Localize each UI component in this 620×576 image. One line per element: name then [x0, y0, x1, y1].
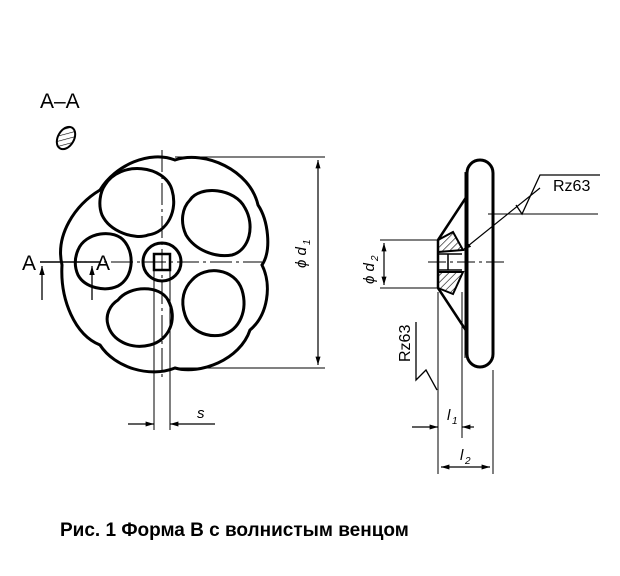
opening-bottom-right — [181, 269, 246, 338]
hub-section-lower — [437, 271, 465, 296]
roughness-upper-label: Rz63 — [553, 178, 590, 195]
section-label: А–А — [40, 90, 80, 113]
cut-label-left: А — [22, 252, 36, 275]
l1-subscript: 1 — [452, 416, 458, 427]
d2-label: ϕ d — [361, 262, 378, 284]
side-view: ϕ d 2 Rz63 Rz63 l 1 l 2 — [361, 158, 600, 474]
rim-side — [465, 158, 495, 369]
opening-left — [73, 232, 133, 291]
l2-label: l — [460, 447, 464, 464]
opening-top-right — [181, 189, 252, 258]
d1-subscript: 1 — [302, 239, 313, 245]
l1-label: l — [447, 407, 451, 424]
front-view: А А ϕ d 1 s — [22, 150, 325, 430]
figure-caption: Рис. 1 Форма В с волнистым венцом — [60, 520, 409, 541]
cut-label-right: А — [96, 252, 110, 275]
opening-bottom — [105, 287, 174, 348]
l2-subscript: 2 — [464, 456, 471, 467]
opening-top — [98, 167, 176, 238]
section-aa-ellipse — [55, 125, 77, 151]
d1-label: ϕ d — [293, 246, 310, 268]
roughness-lower-label: Rz63 — [397, 325, 414, 362]
roughness-lower-symbol — [415, 322, 438, 391]
spoke-upper — [436, 195, 469, 241]
wavy-rim-outer — [59, 155, 270, 374]
d2-subscript: 2 — [370, 255, 381, 262]
s-label: s — [197, 405, 205, 422]
roughness-leader-arrow — [462, 187, 541, 251]
